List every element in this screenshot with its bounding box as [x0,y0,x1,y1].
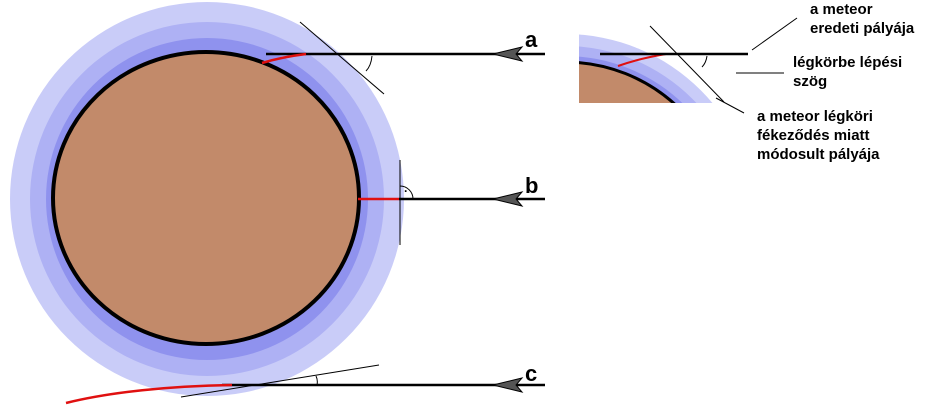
path-label-b: b [525,173,538,198]
callout-modified-path-line2: fékeződés miatt [757,127,870,144]
callout-original-path-line2: eredeti pályája [810,20,915,37]
arrow-head-c [492,377,524,393]
entry-angle-arc-a [365,55,373,72]
path-label-a: a [525,27,538,52]
leader-original-path [751,17,798,51]
inset-detail [579,34,713,103]
inset-atmosphere-inner [579,56,683,103]
meteor-path-a: a [261,21,545,95]
planet-body [51,50,361,346]
callout-entry-angle-line2: szög [793,73,827,90]
tangent-line-c [180,364,380,398]
callout-modified-path: a meteor légköri fékeződés miatt módosul… [715,97,880,163]
right-angle-arc-b [399,185,414,200]
right-angle-dot: · [404,184,408,198]
callout-entry-angle-line1: légkörbe lépési [793,54,902,71]
inset-entry-angle-arc [701,55,708,68]
callout-entry-angle: légkörbe lépési szög [736,54,902,90]
meteor-path-c: c [65,361,545,405]
callout-modified-path-line3: módosult pályája [757,146,880,163]
inset-atmosphere-outer [579,34,713,103]
entry-angle-arc-c [315,375,318,386]
arrow-head-b [492,191,524,207]
tangent-line-a [299,21,385,95]
arrow-head-a [492,46,524,62]
callout-modified-path-line1: a meteor légköri [757,108,873,125]
meteor-path-b: · b [358,160,545,245]
inset-tangent-line [649,25,725,103]
inset-atmosphere-mid [579,46,697,103]
planet-group [10,2,404,396]
modified-trajectory-c [65,383,233,405]
path-label-c: c [525,361,537,386]
modified-trajectory-a [261,52,307,65]
leader-modified-path [715,97,745,114]
callout-original-path-line1: a meteor [810,1,873,18]
inset-planet-body [579,61,676,103]
callout-original-path: a meteor eredeti pályája [751,1,915,51]
